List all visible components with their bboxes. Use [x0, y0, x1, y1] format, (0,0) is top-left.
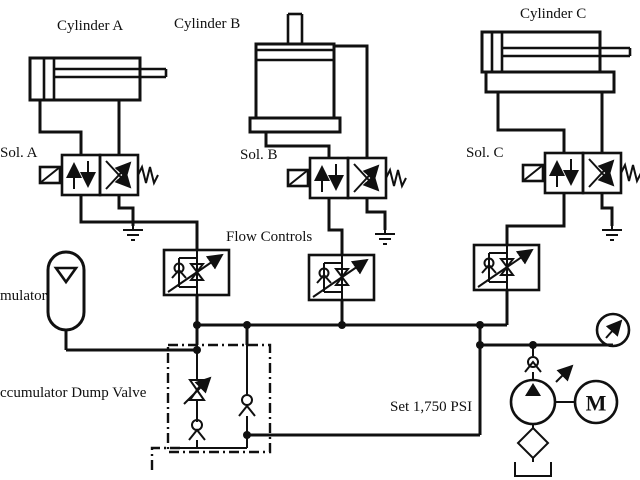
pipe	[38, 100, 83, 155]
sol-b-label: Sol. B	[240, 147, 278, 163]
cylinder-c-label: Cylinder C	[520, 6, 586, 22]
sol-a-label: Sol. A	[0, 145, 38, 161]
solenoid-valve-a	[40, 155, 158, 195]
pump-flow-triangle	[525, 383, 541, 396]
sol-c-label: Sol. C	[466, 145, 504, 161]
text-labels: Cylinder A Cylinder B Cylinder C Sol. A …	[0, 6, 586, 415]
dump-valve-label: ccumulator Dump Valve	[0, 385, 147, 401]
junction-dots	[193, 321, 537, 439]
flow-control-c	[474, 245, 539, 290]
check-valve-seat	[524, 360, 542, 373]
pipes	[38, 44, 614, 437]
motor-icon	[573, 379, 619, 425]
accumulator-label: mulator	[0, 288, 47, 304]
gauge-icon	[595, 312, 631, 348]
solenoid-valve-c	[523, 153, 640, 193]
solenoid-valve-b	[288, 158, 406, 198]
gauge-needle	[605, 319, 623, 339]
pressure-setting-label: Set 1,750 PSI	[390, 399, 472, 415]
pipe	[117, 195, 135, 226]
tank-icon	[601, 225, 623, 241]
pipe	[600, 193, 614, 226]
relief-arrow-icon	[555, 364, 574, 383]
pipe	[334, 44, 369, 158]
accumulator-symbol	[46, 250, 86, 332]
flow-control-b	[309, 255, 374, 300]
cylinder-a-label: Cylinder A	[57, 18, 123, 34]
pressure-gauge	[595, 312, 631, 348]
cylinder-b-symbol	[248, 12, 342, 134]
motor-label: M	[586, 391, 607, 416]
pipe	[365, 198, 387, 230]
pipe	[264, 132, 331, 158]
pipe	[79, 195, 199, 250]
pipe	[496, 92, 566, 153]
reservoir-icon	[514, 462, 552, 477]
check-valve-icon	[527, 356, 539, 368]
pipe	[505, 193, 566, 245]
filter-icon	[516, 426, 550, 460]
tank-icon	[374, 229, 396, 245]
tank-icon	[122, 225, 144, 241]
power-unit: M	[509, 345, 619, 477]
flow-controls-label: Flow Controls	[226, 229, 312, 245]
accumulator-dump-valve	[150, 343, 272, 474]
cylinder-b-label: Cylinder B	[174, 16, 240, 32]
cylinder-c-symbol	[480, 30, 632, 94]
pipe	[327, 198, 344, 255]
flow-control-a	[164, 250, 229, 295]
cylinder-a-symbol	[28, 56, 168, 102]
